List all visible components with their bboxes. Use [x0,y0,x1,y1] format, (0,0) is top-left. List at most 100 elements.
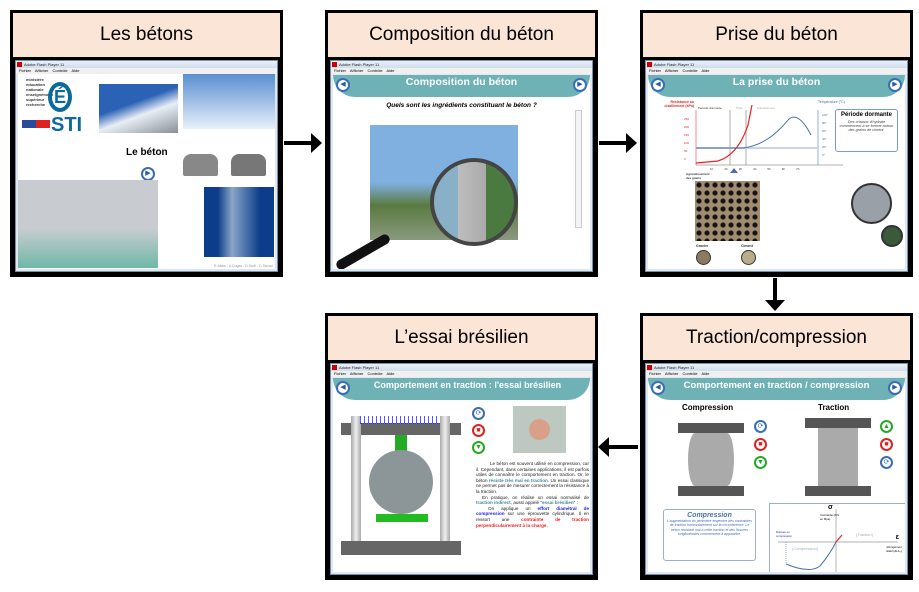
y-left-label: Résistance au cisaillement (kPa) [664,100,694,108]
window-title: Adobe Flash Player 11 [331,61,592,68]
concrete-circle [851,183,892,224]
stop-button[interactable]: ■ [754,438,767,451]
text: En pratique, on réalise un essai normali… [482,494,589,500]
credits: R.Allais - A.Dugas - D.Noël - D.Tanoul [214,264,273,268]
y-tick: 200 [684,125,690,129]
flag-logo [22,120,50,128]
eps-caption: Allongement relatif (ΔL/L₀) [885,545,903,553]
menu-bar[interactable]: Fichier Afficher Contrôle Aide [646,68,907,74]
play-button[interactable]: ▶ [141,167,155,181]
window-content: Comportement en traction / compression ◀… [648,378,905,572]
back-button[interactable]: ◀ [651,78,665,92]
gravier-circle [696,250,711,265]
panel-composition: Composition du béton Adobe Flash Player … [325,10,598,277]
pillar-circle [881,225,903,247]
window-content: ministère éducation nationale enseigneme… [18,74,275,269]
x-tick: 4h [753,167,757,171]
compression-top-plate [678,423,744,433]
highlight: traction indirect [476,500,511,506]
back-button[interactable]: ◀ [336,381,350,395]
panel-title: Les bétons [13,13,280,57]
window-title: Adobe Flash Player 11 [646,61,907,68]
panel-prise: Prise du béton Adobe Flash Player 11 Fic… [640,10,913,277]
load-arrows [360,416,440,424]
back-button[interactable]: ◀ [651,381,665,395]
stop-button[interactable]: ■ [880,438,893,451]
menu-bar[interactable]: Fichier Afficher Contrôle Aide [331,68,592,74]
stop-button[interactable]: ■ [472,424,485,437]
panel-title: L’essai brésilien [328,316,595,360]
reset-button[interactable]: ⟳ [880,456,893,469]
text: , aussi appelé " [510,500,542,506]
text: . Un essai classique ne permet pas de me… [476,477,589,494]
panel-title: Traction/compression [643,316,910,360]
chair-image [231,154,266,176]
flash-window: Adobe Flash Player 11 Fichier Afficher C… [330,363,593,575]
press-base [341,541,461,555]
phase-dormante: Période dormante [698,106,722,110]
traction-heading: Traction [818,403,850,412]
reset-button[interactable]: ⟳ [472,407,485,420]
x-tick: 7h [796,167,800,171]
text: Le béton est souvent utilisé en compress… [476,461,589,483]
text: On applique un [488,505,538,511]
y-right-label: Température (°C) [818,100,845,104]
question-text: Quels sont les ingrédients constituant l… [386,102,537,109]
menu-bar[interactable]: Fichier Afficher Contrôle Aide [16,68,277,74]
menu-bar[interactable]: Fichier Afficher Contrôle Aide [646,371,907,377]
test-photo [513,406,566,453]
rupture-label: Rupture en compression [776,530,792,538]
y-tick: 20° [822,145,827,149]
press-top [341,423,461,435]
phase-durcissement: Durcissement [756,106,776,110]
traction-specimen [818,428,858,486]
le-beton-heading: Le béton [126,147,168,158]
dam-photo [18,180,158,268]
graph-traction-label: (Traction) [856,532,873,537]
flash-window: Adobe Flash Player 11 Fichier Afficher C… [15,60,278,272]
panel-essai-bresilien: L’essai brésilien Adobe Flash Player 11 … [325,313,598,580]
back-button[interactable]: ◀ [336,78,350,92]
eps-label: ε [895,534,899,541]
grain-label: Agrandissement des grains [686,172,710,180]
window-content: Composition du béton ◀ ▶ Quels sont les … [333,75,590,269]
graph-compression-label: (Compression) [792,546,819,551]
bottom-platen [376,514,428,522]
info-box-title: Compression [687,512,732,519]
arrow-down [773,278,777,302]
title-band: Comportement en traction : l'essai brési… [333,378,590,400]
y-tick: 250 [684,117,690,121]
down-button[interactable]: ▼ [754,456,767,469]
reset-button[interactable]: ⟳ [754,420,767,433]
highlight: essai brésilien [541,500,574,506]
down-button[interactable]: ▼ [472,441,485,454]
info-box-text: L'augmentation du périmètre engendre des… [667,519,752,537]
next-button[interactable]: ▶ [888,381,902,395]
press-column [440,416,450,541]
x-tick: 3h [738,167,743,171]
flash-window: Adobe Flash Player 11 Fichier Afficher C… [330,60,593,272]
arrow-right [599,141,629,145]
title-band: Composition du béton [333,75,590,97]
paragraph: On applique un effort diamétral de compr… [476,506,589,528]
up-button[interactable]: ▲ [880,420,893,433]
scrollbar[interactable] [575,110,582,228]
next-button[interactable]: ▶ [888,78,902,92]
info-box: Période dormante Des cristaux d'hydrate … [835,109,898,152]
y-tick: 0 [684,157,686,161]
x-tick: 6h [781,167,786,171]
ciment-label: Ciment [741,244,753,248]
highlight: résiste très mal en traction [488,477,548,483]
y-tick: 50 [684,149,688,153]
menu-bar[interactable]: Fichier Afficher Contrôle Aide [331,371,592,377]
arrow-left [608,445,638,449]
arrow-head-down [765,300,785,311]
title-band: Comportement en traction / compression [648,378,905,400]
traction-top-plate [805,418,871,428]
bridge-photo [183,74,275,129]
next-button[interactable]: ▶ [573,78,587,92]
stress-strain-graph: σ Contrainte (F/S en Mpa) ε Allongement … [769,503,905,572]
ministry-text: ministère éducation nationale enseigneme… [26,77,53,107]
